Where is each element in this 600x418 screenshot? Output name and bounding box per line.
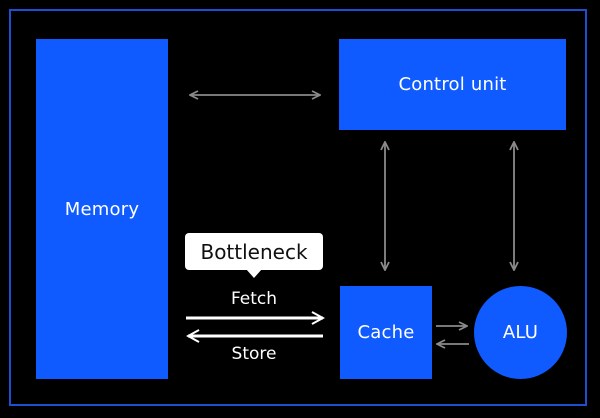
callout-tail (246, 269, 262, 278)
fetch-label: Fetch (230, 289, 278, 309)
store-label: Store (231, 344, 277, 364)
memory-block: Memory (36, 39, 168, 379)
control-unit-block: Control unit (339, 39, 566, 130)
alu-block: ALU (474, 286, 567, 379)
bottleneck-label: Bottleneck (200, 239, 308, 264)
control-unit-label: Control unit (398, 74, 507, 95)
cache-block: Cache (340, 286, 432, 379)
alu-label: ALU (502, 322, 539, 343)
cache-label: Cache (357, 322, 415, 343)
bottleneck-callout: Bottleneck (185, 233, 323, 270)
memory-label: Memory (64, 198, 140, 220)
